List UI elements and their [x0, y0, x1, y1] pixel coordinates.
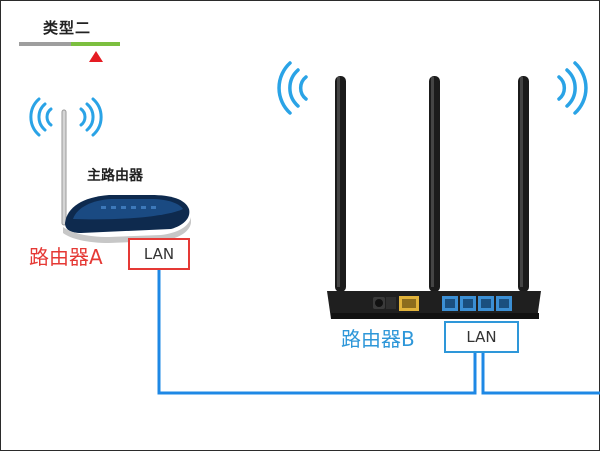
- network-cables: [157, 270, 600, 395]
- red-triangle-icon: [89, 51, 103, 62]
- router-a-name: 路由器A: [29, 245, 103, 269]
- router-b-image: [327, 76, 541, 319]
- router-b-name: 路由器B: [341, 327, 415, 351]
- router-a-caption: 主路由器: [87, 168, 143, 184]
- type-label: 类型二: [43, 19, 92, 37]
- router-b-lan-port-label: LAN: [444, 321, 519, 353]
- wifi-signal-icon: [277, 61, 588, 115]
- type-indicator: [19, 42, 120, 62]
- router-a-image: [61, 109, 191, 243]
- wifi-signal-icon: [29, 97, 103, 137]
- router-a-lan-port-label: LAN: [128, 238, 190, 270]
